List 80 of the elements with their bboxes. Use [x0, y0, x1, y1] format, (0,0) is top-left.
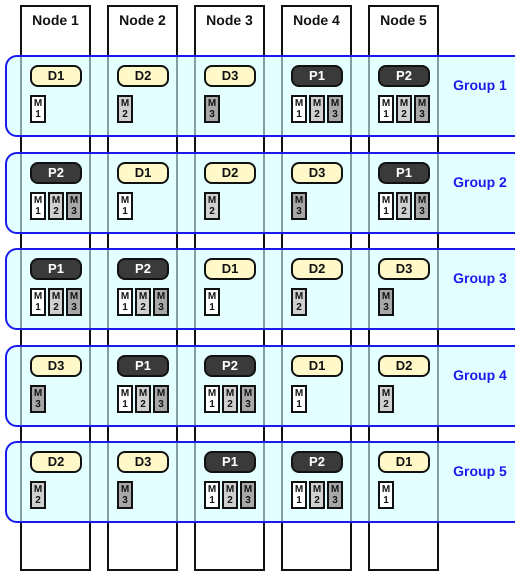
- chip-label: M 3: [66, 192, 82, 220]
- status-pill: P2: [378, 65, 430, 87]
- chip-label: M 1: [117, 192, 133, 220]
- status-pill: P2: [30, 162, 82, 184]
- chip-label: M 2: [396, 95, 412, 123]
- chip-label: M 2: [48, 288, 64, 316]
- chip-label: M 2: [135, 288, 151, 316]
- chip-label: M 3: [414, 192, 430, 220]
- status-pill: D2: [117, 65, 169, 87]
- chip-label: M 3: [291, 192, 307, 220]
- column-header: Node 1: [31, 13, 80, 28]
- status-pill: D1: [30, 65, 82, 87]
- chip-label: M 2: [396, 192, 412, 220]
- group-label: Group 5: [452, 462, 508, 481]
- chip-label: M 2: [135, 385, 151, 413]
- column-header: Node 3: [205, 13, 254, 28]
- chip-label: M 1: [378, 95, 394, 123]
- chip-label: M 1: [204, 288, 220, 316]
- chip-label: M 3: [414, 95, 430, 123]
- status-pill: P1: [30, 258, 82, 280]
- status-pill: D1: [378, 451, 430, 473]
- status-pill: D3: [291, 162, 343, 184]
- status-pill: D2: [30, 451, 82, 473]
- chip-label: M 3: [66, 288, 82, 316]
- chip-label: M 3: [153, 385, 169, 413]
- chip-label: M 3: [378, 288, 394, 316]
- chip-label: M 3: [240, 385, 256, 413]
- chip-label: M 1: [117, 385, 133, 413]
- status-pill: D3: [378, 258, 430, 280]
- status-pill: D2: [204, 162, 256, 184]
- group-label: Group 1: [452, 76, 508, 95]
- status-pill: P1: [117, 355, 169, 377]
- column-header: Node 2: [118, 13, 167, 28]
- chip-label: M 1: [30, 288, 46, 316]
- status-pill: D1: [204, 258, 256, 280]
- status-pill: D1: [117, 162, 169, 184]
- status-pill: P2: [117, 258, 169, 280]
- column-header: Node 4: [292, 13, 341, 28]
- chip-label: M 2: [204, 192, 220, 220]
- chip-label: M 1: [30, 192, 46, 220]
- chip-label: M 2: [309, 481, 325, 509]
- status-pill: D3: [204, 65, 256, 87]
- chip-label: M 1: [378, 192, 394, 220]
- chip-label: M 2: [222, 481, 238, 509]
- status-pill: D2: [378, 355, 430, 377]
- status-pill: P2: [291, 451, 343, 473]
- status-pill: P1: [291, 65, 343, 87]
- chip-label: M 2: [378, 385, 394, 413]
- chip-label: M 3: [30, 385, 46, 413]
- chip-label: M 1: [117, 288, 133, 316]
- chip-label: M 1: [291, 95, 307, 123]
- chip-label: M 1: [378, 481, 394, 509]
- status-pill: P1: [378, 162, 430, 184]
- chip-label: M 2: [309, 95, 325, 123]
- chip-label: M 2: [291, 288, 307, 316]
- chip-label: M 1: [204, 481, 220, 509]
- chip-label: M 1: [291, 385, 307, 413]
- chip-label: M 2: [117, 95, 133, 123]
- status-pill: D1: [291, 355, 343, 377]
- status-pill: D3: [117, 451, 169, 473]
- chip-label: M 3: [240, 481, 256, 509]
- chip-label: M 3: [327, 95, 343, 123]
- group-label: Group 3: [452, 269, 508, 288]
- chip-label: M 3: [204, 95, 220, 123]
- status-pill: D2: [291, 258, 343, 280]
- chip-label: M 2: [30, 481, 46, 509]
- group-label: Group 2: [452, 173, 508, 192]
- chip-label: M 3: [153, 288, 169, 316]
- status-pill: D3: [30, 355, 82, 377]
- chip-label: M 1: [30, 95, 46, 123]
- chip-label: M 2: [222, 385, 238, 413]
- chip-label: M 1: [291, 481, 307, 509]
- chip-label: M 3: [117, 481, 133, 509]
- chip-label: M 3: [327, 481, 343, 509]
- chip-label: M 2: [48, 192, 64, 220]
- group-label: Group 4: [452, 366, 508, 385]
- column-header: Node 5: [379, 13, 428, 28]
- status-pill: P2: [204, 355, 256, 377]
- status-pill: P1: [204, 451, 256, 473]
- chip-label: M 1: [204, 385, 220, 413]
